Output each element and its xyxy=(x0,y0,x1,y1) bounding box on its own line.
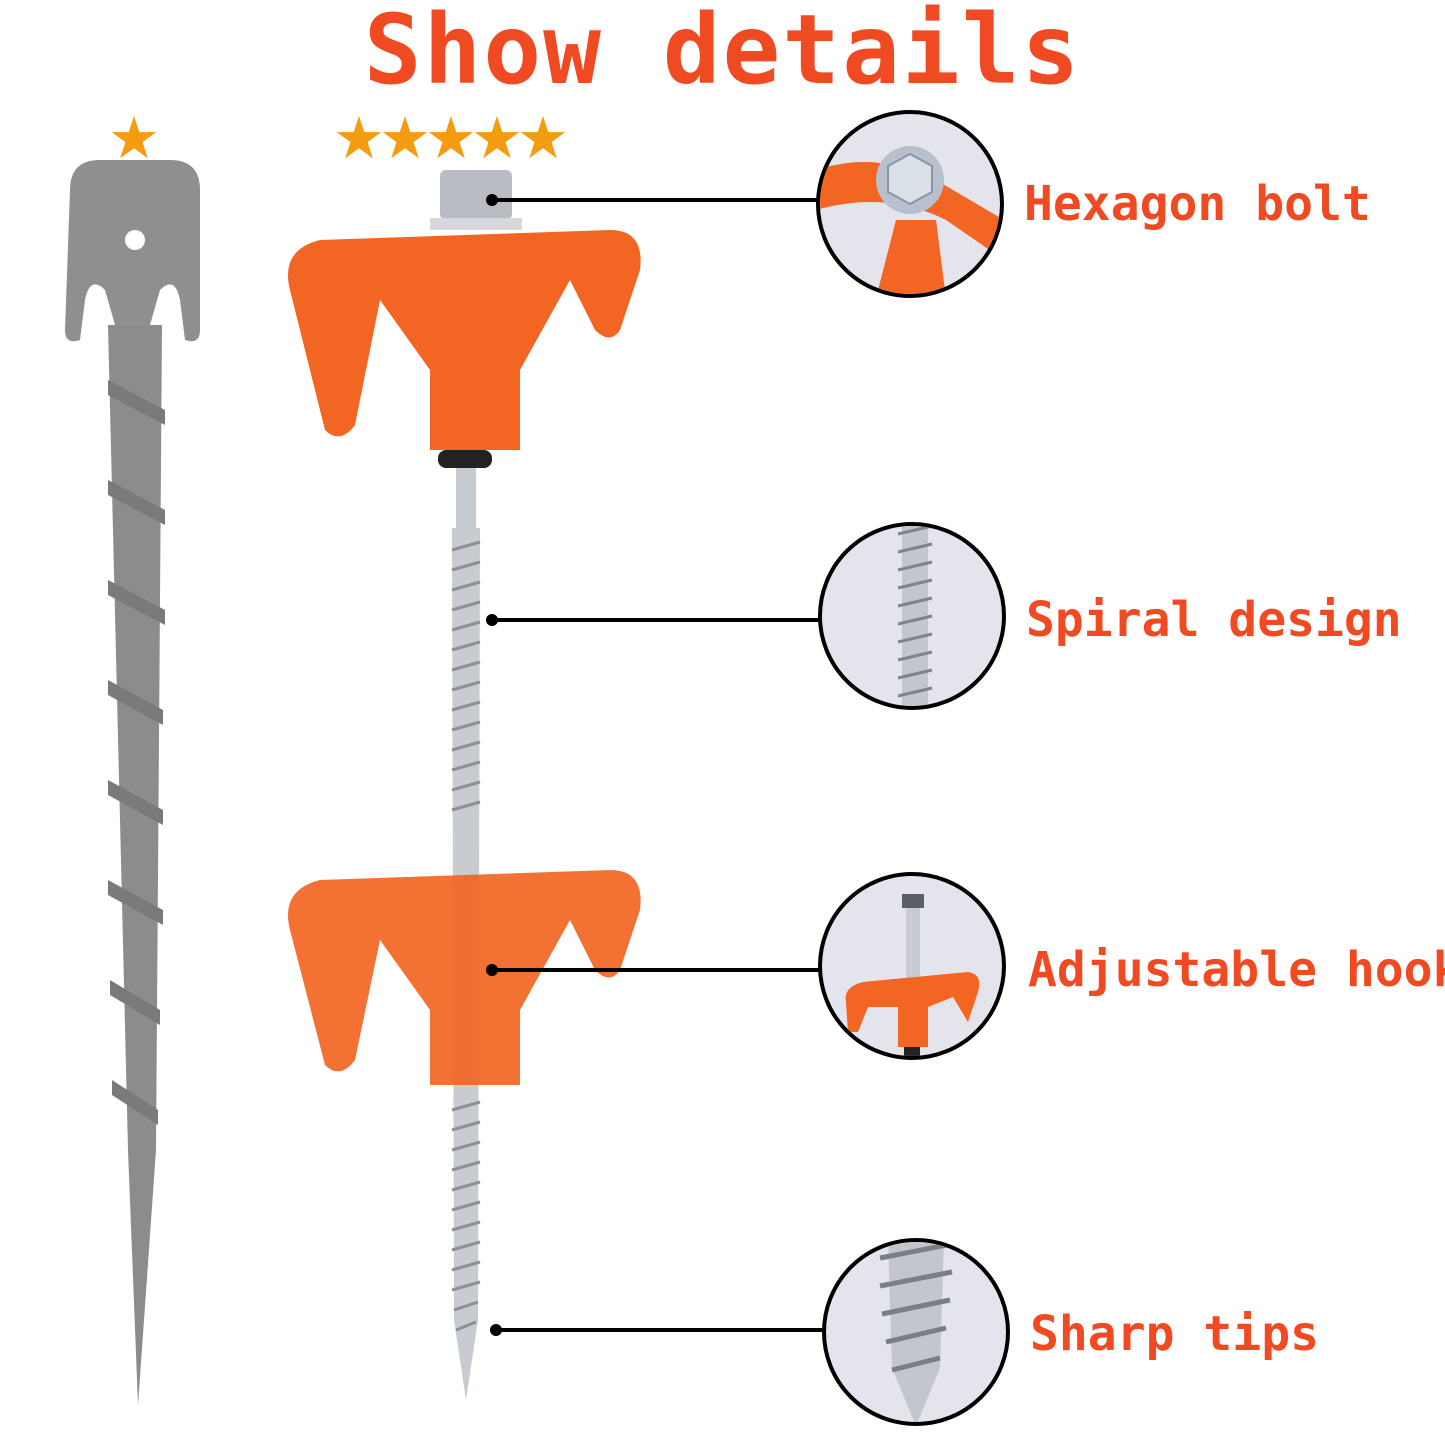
callout-line-spiral-design xyxy=(492,618,820,622)
screw-stake-image xyxy=(288,170,641,1400)
feature-label-adjustable-hook: Adjustable hook xyxy=(1028,942,1445,998)
spiral-thread-closeup-icon xyxy=(818,522,1006,710)
sharp-tip-closeup-icon xyxy=(822,1238,1010,1426)
hexagon-bolt-closeup-icon xyxy=(816,110,1004,298)
rating-stars-competitor: ★ xyxy=(108,104,160,172)
page-title: Show details xyxy=(363,0,1082,106)
feature-label-sharp-tips: Sharp tips xyxy=(1030,1306,1319,1362)
feature-label-hexagon-bolt: Hexagon bolt xyxy=(1024,176,1371,232)
rating-stars-product: ★★★★★ xyxy=(333,104,569,172)
competitor-stake-image xyxy=(65,160,200,1405)
adjustable-hook-closeup-icon xyxy=(818,872,1006,1060)
callout-line-sharp-tips xyxy=(496,1328,824,1332)
callout-line-adjustable-hook xyxy=(492,968,820,972)
feature-label-spiral-design: Spiral design xyxy=(1026,592,1402,648)
callout-line-hexagon-bolt xyxy=(492,198,820,202)
